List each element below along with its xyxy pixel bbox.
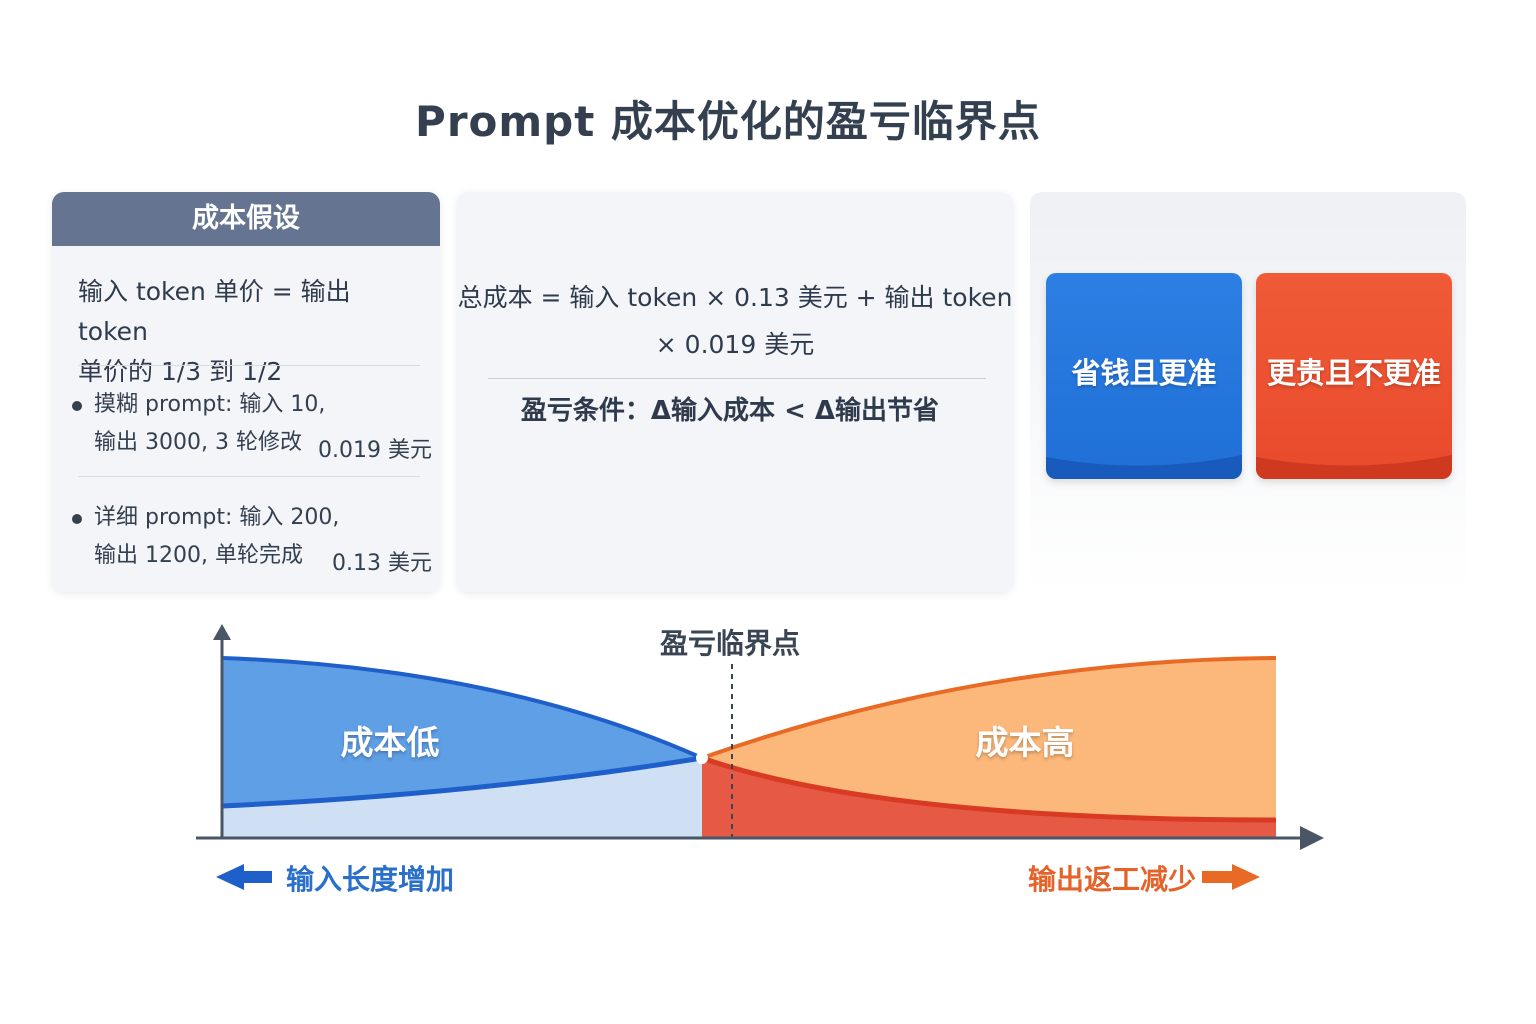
break-even-point bbox=[696, 752, 708, 764]
y-axis-arrowhead bbox=[213, 624, 231, 640]
assumption-item-line-1: 摸糊 prompt: 输入 10, bbox=[94, 392, 326, 417]
left-lower-curve bbox=[221, 755, 703, 809]
assumptions-summary: 输入 token 单价 = 输出 token 单价的 1/3 到 1/2 bbox=[78, 272, 423, 392]
formula-line-2: × 0.019 美元 bbox=[655, 330, 815, 359]
break-even-condition: 盈亏条件：Δ输入成本 < Δ输出节省 bbox=[520, 396, 940, 426]
bullet-dot bbox=[72, 401, 82, 411]
formula-line-1: 总成本 = 输入 token × 0.13 美元 + 输出 token bbox=[457, 283, 1013, 312]
divider bbox=[78, 476, 420, 477]
low-cost-label: 成本低 bbox=[340, 723, 440, 762]
output-rework-decrease-label: 输出返工减少 bbox=[1027, 863, 1196, 896]
assumption-item-price: 0.13 美元 bbox=[332, 551, 432, 576]
tile-wave-decoration bbox=[1256, 455, 1452, 479]
assumption-item-line-2: 输出 1200, 单轮完成 bbox=[94, 543, 303, 568]
outcomes-card: 省钱且更准 更贵且不更准 bbox=[1030, 192, 1466, 592]
save-outcome-tile: 省钱且更准 bbox=[1046, 273, 1242, 479]
assumption-item-line-2: 输出 3000, 3 轮修改 bbox=[94, 430, 302, 455]
assumption-item-line-1: 详细 prompt: 输入 200, bbox=[94, 505, 340, 530]
save-outcome-label: 省钱且更准 bbox=[1071, 356, 1217, 390]
input-length-increase-label: 输入长度增加 bbox=[286, 863, 455, 896]
left-upper-curve bbox=[221, 656, 703, 760]
left-direction-arrow-icon bbox=[216, 864, 272, 890]
low-cost-area bbox=[222, 658, 702, 806]
assumption-item: 详细 prompt: 输入 200, 输出 1200, 单轮完成 0.13 美元 bbox=[72, 499, 432, 576]
break-even-label: 盈亏临界点 bbox=[659, 627, 800, 660]
summary-line-1: 输入 token 单价 = 输出 token bbox=[78, 277, 351, 346]
divider bbox=[488, 378, 986, 379]
high-cost-area bbox=[702, 658, 1276, 820]
high-cost-label: 成本高 bbox=[975, 723, 1075, 762]
costly-outcome-tile: 更贵且不更准 bbox=[1256, 273, 1452, 479]
assumption-item-price: 0.019 美元 bbox=[318, 438, 432, 463]
x-axis-arrowhead bbox=[1300, 826, 1324, 850]
assumption-item: 摸糊 prompt: 输入 10, 输出 3000, 3 轮修改 0.019 美… bbox=[72, 386, 432, 463]
assumptions-heading: 成本假设 bbox=[52, 192, 440, 246]
costly-outcome-label: 更贵且不更准 bbox=[1266, 356, 1441, 390]
right-upper-curve bbox=[701, 656, 1277, 760]
right-direction-arrow-icon bbox=[1202, 864, 1260, 890]
right-lower-curve bbox=[701, 755, 1277, 823]
tile-wave-decoration bbox=[1046, 455, 1242, 479]
assumptions-card: 成本假设 输入 token 单价 = 输出 token 单价的 1/3 到 1/… bbox=[52, 192, 440, 592]
divider bbox=[78, 365, 420, 366]
summary-line-2: 单价的 1/3 到 1/2 bbox=[78, 357, 283, 386]
formula-card: 总成本 = 输入 token × 0.13 美元 + 输出 token × 0.… bbox=[457, 192, 1013, 592]
left-base-area bbox=[222, 758, 702, 838]
page-title: Prompt 成本优化的盈亏临界点 bbox=[415, 97, 1041, 146]
total-cost-formula: 总成本 = 输入 token × 0.13 美元 + 输出 token × 0.… bbox=[457, 274, 1013, 368]
bullet-dot bbox=[72, 514, 82, 524]
